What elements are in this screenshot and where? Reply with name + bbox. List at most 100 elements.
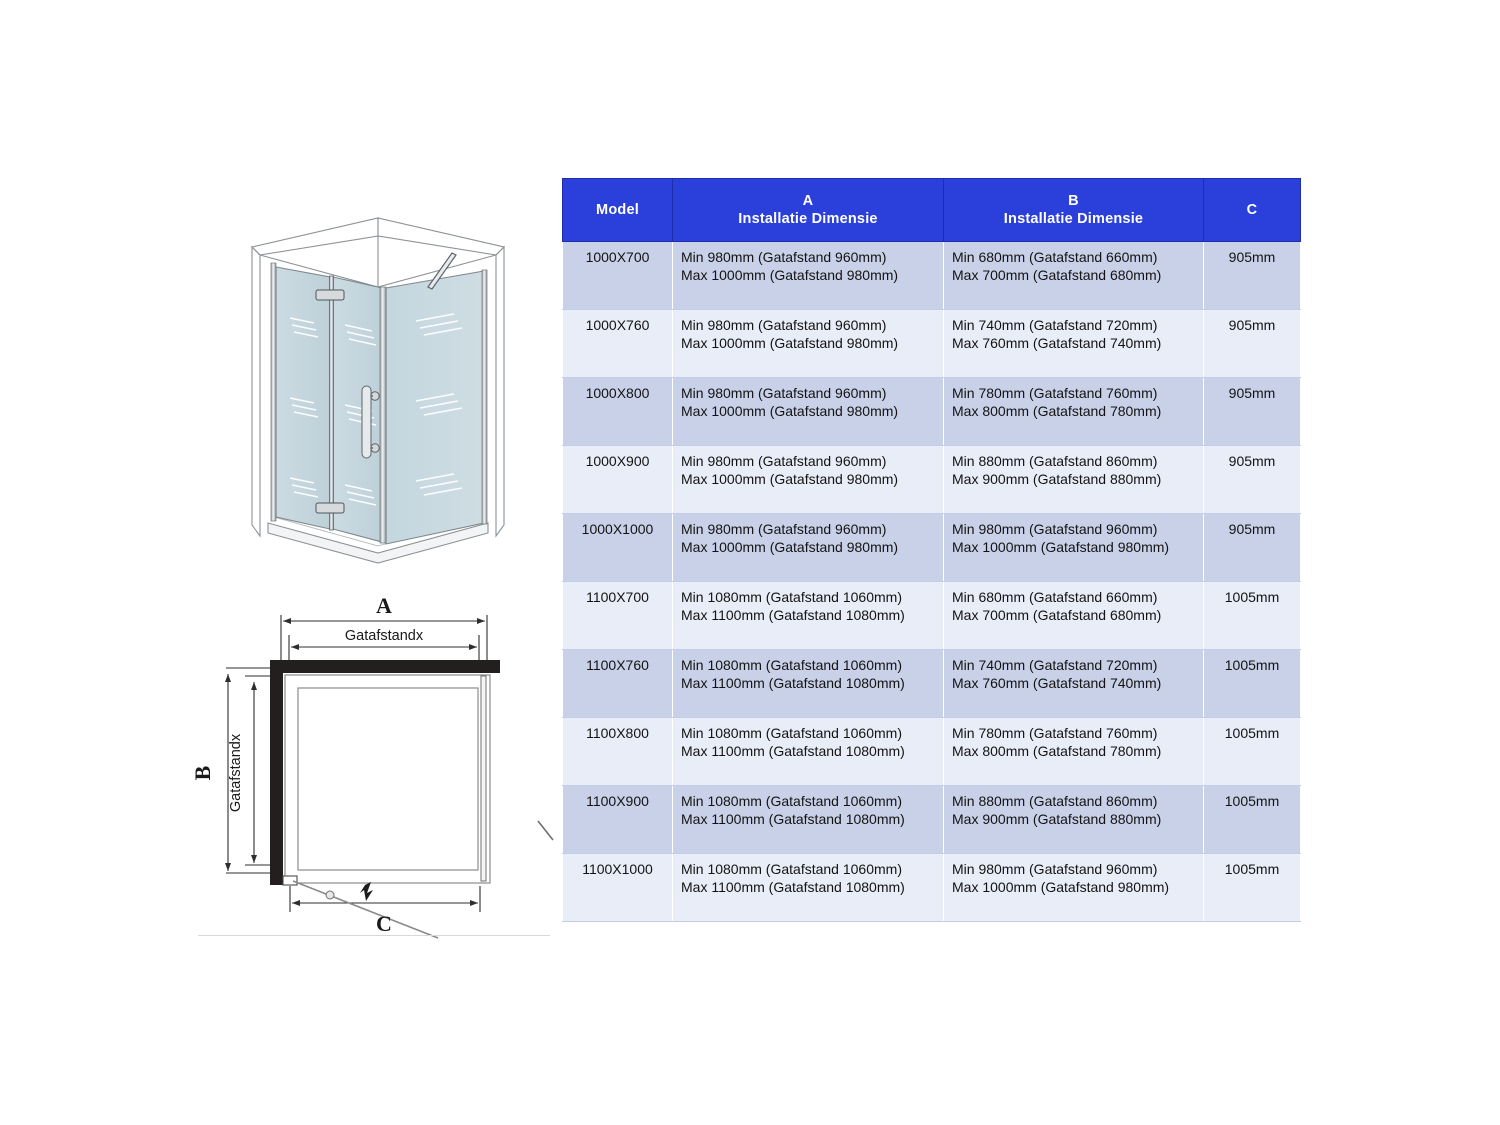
cell-b-dimension-b_min: Min 680mm (Gatafstand 660mm) <box>952 249 1158 265</box>
cell-a-dimension-a_min: Min 1080mm (Gatafstand 1060mm) <box>681 725 902 741</box>
table-row: 1100X760 Min 1080mm (Gatafstand 1060mm)Ma… <box>562 649 1301 718</box>
cell-a-dimension: Min 980mm (Gatafstand 960mm)Max 1000mm (… <box>672 377 944 446</box>
cell-model: 1100X760 <box>562 649 673 718</box>
column-header-a-line1: A <box>802 192 814 209</box>
diagram-area: A Gatafstandx B Gatafstandx C <box>190 205 550 940</box>
cell-c-dimension-c: 1005mm <box>1224 589 1280 605</box>
cell-a-dimension-a_max: Max 1000mm (Gatafstand 980mm) <box>681 539 899 556</box>
cell-model: 1000X700 <box>562 241 673 310</box>
cell-model-model: 1000X800 <box>585 385 650 401</box>
installation-dimensions-table-wrapper: Model A Installatie Dimensie B Installat… <box>562 178 1302 922</box>
dimension-c-group <box>289 886 481 912</box>
table-header-row: Model A Installatie Dimensie B Installat… <box>562 178 1301 242</box>
cell-b-dimension-b_max: Max 900mm (Gatafstand 880mm) <box>952 471 1162 488</box>
cell-c-dimension-c: 905mm <box>1228 249 1276 265</box>
cell-b-dimension-b_min: Min 980mm (Gatafstand 960mm) <box>952 861 1158 877</box>
cell-c-dimension: 905mm <box>1203 513 1301 582</box>
cell-model-model: 1000X700 <box>585 249 650 265</box>
cell-b-dimension: Min 740mm (Gatafstand 720mm)Max 760mm (G… <box>943 649 1204 718</box>
plan-view-dimension-drawing: A Gatafstandx B Gatafstandx C <box>190 593 500 939</box>
cell-a-dimension: Min 980mm (Gatafstand 960mm)Max 1000mm (… <box>672 445 944 514</box>
cell-a-dimension: Min 1080mm (Gatafstand 1060mm)Max 1100mm… <box>672 649 944 718</box>
table-row: 1100X800 Min 1080mm (Gatafstand 1060mm) Ma… <box>562 717 1301 786</box>
swinging-door-indicator <box>282 875 439 939</box>
column-header-model-line1: Model <box>596 201 639 218</box>
cell-model-model: 1100X900 <box>586 793 649 809</box>
cell-c-dimension-c: 1005mm <box>1224 861 1280 877</box>
plan-label-a: A <box>376 593 392 618</box>
cell-a-dimension: Min 980mm (Gatafstand 960mm) Max 1000mm (… <box>672 513 944 582</box>
cell-a-dimension-a_max: Max 1100mm (Gatafstand 1080mm) <box>681 811 905 828</box>
cell-c-dimension-c: 905mm <box>1228 385 1276 401</box>
door-hinge-icon <box>315 289 345 514</box>
cell-b-dimension-b_min: Min 740mm (Gatafstand 720mm) <box>952 657 1158 673</box>
cell-b-dimension: Min 980mm (Gatafstand 960mm)Max 1000mm (… <box>943 853 1204 922</box>
cell-c-dimension: 1005mm <box>1203 785 1301 854</box>
cell-a-dimension-a_min: Min 980mm (Gatafstand 960mm) <box>681 317 887 333</box>
cell-b-dimension-b_max: Max 1000mm (Gatafstand 980mm) <box>952 539 1170 556</box>
cell-model: 1000X800 <box>562 377 673 446</box>
column-header-a: A Installatie Dimensie <box>672 178 944 242</box>
diagram-baseline-divider <box>198 935 550 936</box>
cell-model: 1100X900 <box>562 785 673 854</box>
cell-a-dimension-a_min: Min 980mm (Gatafstand 960mm) <box>681 521 887 537</box>
dimension-gatafstand-left-group <box>245 675 272 866</box>
column-header-model: Model <box>562 178 673 242</box>
column-header-b-line2: Installatie Dimensie <box>1003 211 1144 227</box>
cell-model: 1100X700 <box>562 581 673 650</box>
side-glass-panel <box>385 252 485 545</box>
cell-c-dimension-c: 1005mm <box>1224 657 1280 673</box>
cell-model-model: 1100X760 <box>586 657 649 673</box>
cell-c-dimension: 905mm <box>1203 309 1301 378</box>
cell-b-dimension: Min 780mm (Gatafstand 760mm)Max 800mm (G… <box>943 377 1204 446</box>
cell-a-dimension-a_min: Min 1080mm (Gatafstand 1060mm) <box>681 589 902 605</box>
cell-b-dimension-b_max: Max 800mm (Gatafstand 780mm) <box>952 403 1162 420</box>
plan-label-c: C <box>376 911 392 936</box>
cell-b-dimension-b_min: Min 680mm (Gatafstand 660mm) <box>952 589 1158 605</box>
cell-b-dimension: Min 880mm (Gatafstand 860mm) Max 900mm (G… <box>943 445 1204 514</box>
cell-model-model: 1100X700 <box>586 589 649 605</box>
dimension-a-group <box>280 615 488 668</box>
cell-c-dimension: 1005mm <box>1203 581 1301 650</box>
table-row: 1000X900 Min 980mm (Gatafstand 960mm)Max … <box>562 445 1301 514</box>
cell-b-dimension: Min 680mm (Gatafstand 660mm)Max 700mm (G… <box>943 581 1204 650</box>
cell-model-model: 1000X900 <box>585 453 650 469</box>
cell-model: 1100X1000 <box>562 853 673 922</box>
column-header-c-line1: C <box>1246 201 1258 218</box>
plan-label-gatafstand-left: Gatafstandx <box>228 733 244 812</box>
cell-model: 1000X760 <box>562 309 673 378</box>
cell-c-dimension: 905mm <box>1203 241 1301 310</box>
cell-b-dimension-b_max: Max 700mm (Gatafstand 680mm) <box>952 267 1162 284</box>
cell-c-dimension: 905mm <box>1203 377 1301 446</box>
cell-c-dimension: 1005mm <box>1203 853 1301 922</box>
cell-c-dimension-c: 1005mm <box>1224 725 1280 741</box>
cell-c-dimension-c: 905mm <box>1228 317 1276 333</box>
cell-b-dimension: Min 740mm (Gatafstand 720mm) Max 760mm (G… <box>943 309 1204 378</box>
door-handle-icon <box>361 385 380 459</box>
cell-b-dimension-b_max: Max 760mm (Gatafstand 740mm) <box>952 335 1162 352</box>
cell-model-model: 1100X800 <box>586 725 649 741</box>
cell-c-dimension-c: 905mm <box>1228 453 1276 469</box>
cell-a-dimension-a_max: Max 1000mm (Gatafstand 980mm) <box>681 471 899 488</box>
column-header-c: C <box>1203 178 1301 242</box>
column-header-b-line1: B <box>1068 192 1079 209</box>
cell-a-dimension-a_min: Min 1080mm (Gatafstand 1060mm) <box>681 861 902 877</box>
cell-a-dimension-a_min: Min 1080mm (Gatafstand 1060mm) <box>681 793 902 809</box>
vertical-frame-profiles <box>270 262 488 544</box>
cell-a-dimension-a_min: Min 1080mm (Gatafstand 1060mm) <box>681 657 902 673</box>
cell-a-dimension: Min 980mm (Gatafstand 960mm)Max 1000mm (… <box>672 309 944 378</box>
plan-label-gatafstand-top: Gatafstandx <box>345 628 424 644</box>
dimension-b-group <box>225 667 272 874</box>
table-row: 1100X900 Min 1080mm (Gatafstand 1060mm) Ma… <box>562 785 1301 854</box>
cell-b-dimension-b_min: Min 880mm (Gatafstand 860mm) <box>952 453 1158 469</box>
stabilizer-bar <box>427 252 457 290</box>
cell-b-dimension: Min 680mm (Gatafstand 660mm) Max 700mm (G… <box>943 241 1204 310</box>
cell-model: 1100X800 <box>562 717 673 786</box>
cell-b-dimension-b_min: Min 740mm (Gatafstand 720mm) <box>952 317 1158 333</box>
cell-c-dimension: 1005mm <box>1203 649 1301 718</box>
cell-c-dimension-c: 1005mm <box>1224 793 1280 809</box>
cell-b-dimension-b_max: Max 800mm (Gatafstand 780mm) <box>952 743 1162 760</box>
